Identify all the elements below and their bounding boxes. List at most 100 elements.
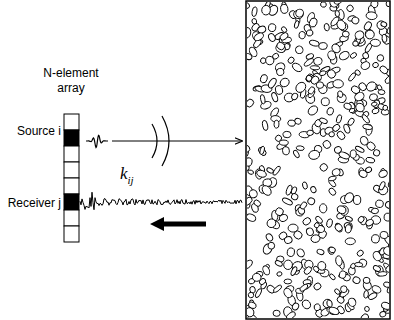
- scatterer: [313, 303, 321, 311]
- scatterer: [340, 286, 347, 293]
- scatterer: [384, 264, 389, 274]
- scatterer: [319, 162, 329, 172]
- scatterer: [378, 89, 385, 95]
- scatterer: [331, 123, 341, 133]
- received-signal: [80, 192, 242, 210]
- scatterer: [312, 265, 319, 273]
- scatterer: [291, 61, 304, 73]
- scatterer: [382, 105, 388, 111]
- scatterer: [271, 92, 279, 103]
- scatterer: [347, 117, 356, 126]
- scatterer: [291, 92, 299, 101]
- scatterer: [380, 21, 387, 28]
- array-label: Source i: [17, 124, 61, 139]
- scatterer: [272, 284, 282, 293]
- scatterer: [253, 199, 262, 208]
- array-element: [64, 130, 79, 146]
- scatterer: [278, 213, 288, 222]
- scatterer: [308, 149, 321, 160]
- scatterer: [339, 270, 347, 279]
- scatterer: [313, 222, 320, 229]
- scatterer: [287, 119, 296, 127]
- scatterer: [335, 10, 340, 17]
- scatterer: [257, 146, 267, 157]
- scatterer: [364, 306, 370, 312]
- array-label: Receiver j: [8, 196, 61, 211]
- array-element: [64, 146, 79, 162]
- scatterer: [260, 74, 269, 84]
- scatterer: [321, 298, 333, 310]
- scatterer: [366, 11, 378, 20]
- scatterer: [260, 94, 266, 104]
- scatterer: [352, 276, 361, 285]
- scatterer: [303, 265, 313, 275]
- scatterer: [287, 56, 295, 65]
- scatterer: [299, 201, 308, 210]
- scatterer: [306, 29, 314, 37]
- scatterer: [319, 70, 327, 76]
- scatterer: [251, 7, 257, 17]
- scatterer: [309, 39, 320, 46]
- scatterer: [260, 57, 267, 64]
- scatterer: [380, 231, 388, 239]
- scatterer: [273, 310, 281, 317]
- scatterer: [351, 16, 360, 25]
- scatterer: [365, 140, 376, 151]
- wavefront: [152, 124, 157, 158]
- scatterer: [282, 287, 293, 299]
- scatterer: [298, 31, 306, 39]
- scatterer: [296, 248, 306, 259]
- scatterer: [336, 295, 346, 304]
- scatterer: [247, 212, 257, 222]
- scatterer: [305, 227, 314, 237]
- scatterer: [335, 114, 342, 124]
- array-element: [64, 114, 79, 130]
- scatterer: [268, 23, 276, 32]
- scatterer: [383, 281, 389, 288]
- scatterer: [358, 169, 369, 179]
- scatterer: [328, 246, 336, 253]
- scatterer: [345, 224, 353, 233]
- scatterer: [265, 217, 277, 229]
- array-element: [64, 178, 79, 194]
- scatterer: [303, 57, 315, 67]
- scatterer: [247, 144, 251, 154]
- scatterer: [290, 193, 298, 201]
- scatterer: [333, 145, 342, 154]
- scatterer: [370, 39, 381, 47]
- scatterer: [350, 150, 356, 158]
- scatterer: [320, 2, 327, 8]
- scatterer: [333, 79, 344, 88]
- scatterers: [247, 2, 389, 318]
- scatterer: [359, 312, 370, 318]
- scatterer: [247, 259, 254, 271]
- scatterer: [328, 175, 337, 181]
- scatterer: [310, 186, 317, 194]
- scatterer: [353, 91, 365, 103]
- medium-outline: [246, 1, 390, 319]
- scatterer: [260, 184, 273, 197]
- scatterer: [328, 187, 337, 197]
- scattering-medium: [241, 0, 394, 320]
- scatterer: [267, 77, 278, 89]
- scatterer: [386, 25, 389, 35]
- scatterer: [335, 255, 343, 266]
- scatterer: [247, 52, 253, 60]
- scatterer: [381, 34, 389, 45]
- scatterer: [343, 191, 355, 204]
- scatterer: [283, 260, 292, 270]
- emitted-pulse: [86, 135, 108, 147]
- scatterer: [247, 196, 254, 207]
- scatterer: [274, 260, 283, 268]
- scatterer: [378, 181, 386, 191]
- scatterer: [316, 248, 324, 255]
- scatterer: [279, 77, 291, 89]
- scatterer: [326, 107, 334, 116]
- scatterer: [324, 23, 330, 31]
- scatterer: [316, 82, 323, 89]
- scatterer: [336, 130, 347, 141]
- scatterer: [382, 262, 389, 273]
- scatterer: [371, 102, 377, 107]
- scatterer: [375, 200, 384, 208]
- scatterer: [265, 233, 274, 243]
